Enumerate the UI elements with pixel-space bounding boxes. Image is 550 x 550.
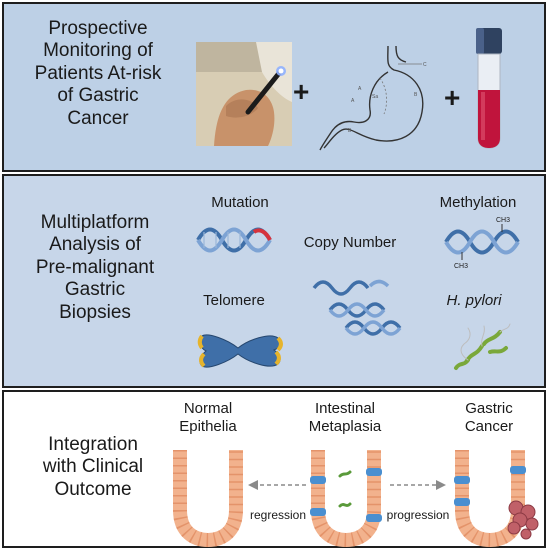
metaplasia-gland-icon <box>310 450 382 548</box>
stomach-diagram: C A A Sa B B <box>319 45 427 151</box>
title-line: Gastric <box>64 279 126 301</box>
stage-line: Gastric <box>465 400 513 417</box>
methyl-tag: CH3 <box>496 217 510 224</box>
title-line: Outcome <box>54 478 132 500</box>
title-line: Analysis of <box>49 234 141 256</box>
title-line: Multiplatform <box>40 212 150 233</box>
cancer-gland-icon <box>454 450 539 548</box>
telomere-chromosome-icon <box>197 334 283 368</box>
blood-tube-icon <box>476 28 502 149</box>
stomach-letter: A <box>351 98 355 104</box>
plus-sign: + <box>444 82 461 113</box>
mutation-label: Mutation <box>211 194 269 211</box>
stomach-letter: C <box>423 62 427 68</box>
progression-label: progression <box>386 508 450 522</box>
title-line: Monitoring of <box>43 40 153 62</box>
panel-integration: Integration with Clinical Outcome Normal… <box>2 390 546 548</box>
stomach-letter: A <box>358 86 362 92</box>
h-pylori-label: H. pylori <box>446 292 502 309</box>
methylation-dna-icon: CH3 CH3 <box>444 217 520 270</box>
title-line: Cancer <box>67 107 129 129</box>
stage-cancer-label: Gastric Cancer <box>454 400 524 435</box>
title-line: Patients At-risk <box>34 62 162 84</box>
title-line: Integration <box>48 434 138 455</box>
panel-monitoring: Prospective Monitoring of Patients At-ri… <box>2 2 546 172</box>
stomach-letter: B <box>414 92 418 98</box>
title-line: of Gastric <box>57 85 139 107</box>
title-line: with Clinical <box>42 456 144 478</box>
endoscope-photo <box>196 42 292 146</box>
mutation-dna-icon <box>196 227 272 253</box>
panel2-title: Multiplatform Analysis of Pre-malignant … <box>6 212 184 324</box>
stomach-letter: Sa <box>372 94 378 100</box>
panel1-title: Prospective Monitoring of Patients At-ri… <box>8 18 188 130</box>
h-pylori-bacteria-icon <box>454 323 511 370</box>
regression-arrow <box>248 480 306 490</box>
title-line: Pre-malignant <box>35 256 155 278</box>
regression-label: regression <box>249 508 307 522</box>
copy-number-label: Copy Number <box>303 234 397 251</box>
stage-line: Metaplasia <box>308 417 382 435</box>
progression-arrow <box>390 480 446 490</box>
copy-number-dna-icon <box>312 279 402 336</box>
stage-line: Normal <box>183 400 233 417</box>
title-line: Biopsies <box>59 301 131 323</box>
normal-gland-icon <box>173 450 243 548</box>
panel-analysis: Multiplatform Analysis of Pre-malignant … <box>2 174 546 388</box>
stage-normal-label: Normal Epithelia <box>166 400 250 435</box>
stage-line: Intestinal <box>314 400 376 417</box>
plus-sign: + <box>293 76 310 107</box>
stage-line: Cancer <box>464 417 514 435</box>
panel3-title: Integration with Clinical Outcome <box>12 434 174 501</box>
methyl-tag: CH3 <box>454 263 468 270</box>
stomach-letter: B <box>348 128 352 134</box>
methylation-label: Methylation <box>439 194 517 211</box>
stage-metaplasia-label: Intestinal Metaplasia <box>300 400 390 435</box>
telomere-label: Telomere <box>203 292 265 309</box>
stage-line: Epithelia <box>179 417 237 435</box>
title-line: Prospective <box>48 18 148 39</box>
